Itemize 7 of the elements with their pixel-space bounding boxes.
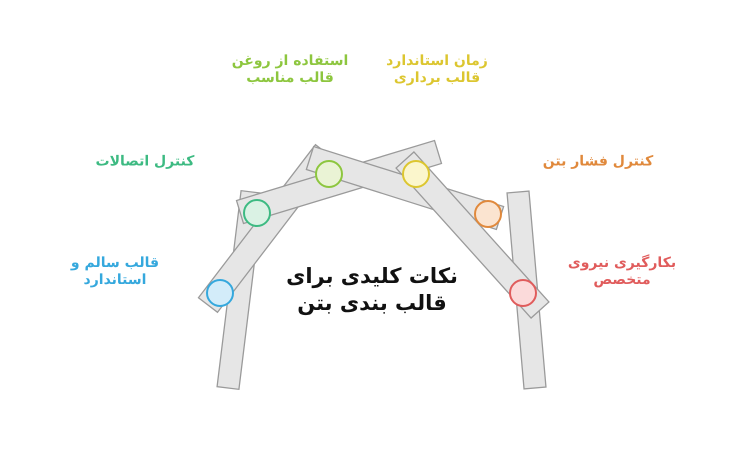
tip-label: استفاده از روغن قالب مناسب	[230, 53, 350, 87]
tip-label: کنترل فشار بتن	[542, 154, 654, 170]
tip-label: کنترل اتصالات	[94, 154, 196, 170]
title: نکات کلیدی برای قالب بندی بتن	[285, 263, 459, 317]
tip-label: بکارگیری نیروی متخصص	[566, 255, 678, 289]
tip-label: قالب سالم و استاندارد	[69, 255, 160, 289]
tip-label: زمان استاندارد قالب برداری	[385, 53, 489, 87]
